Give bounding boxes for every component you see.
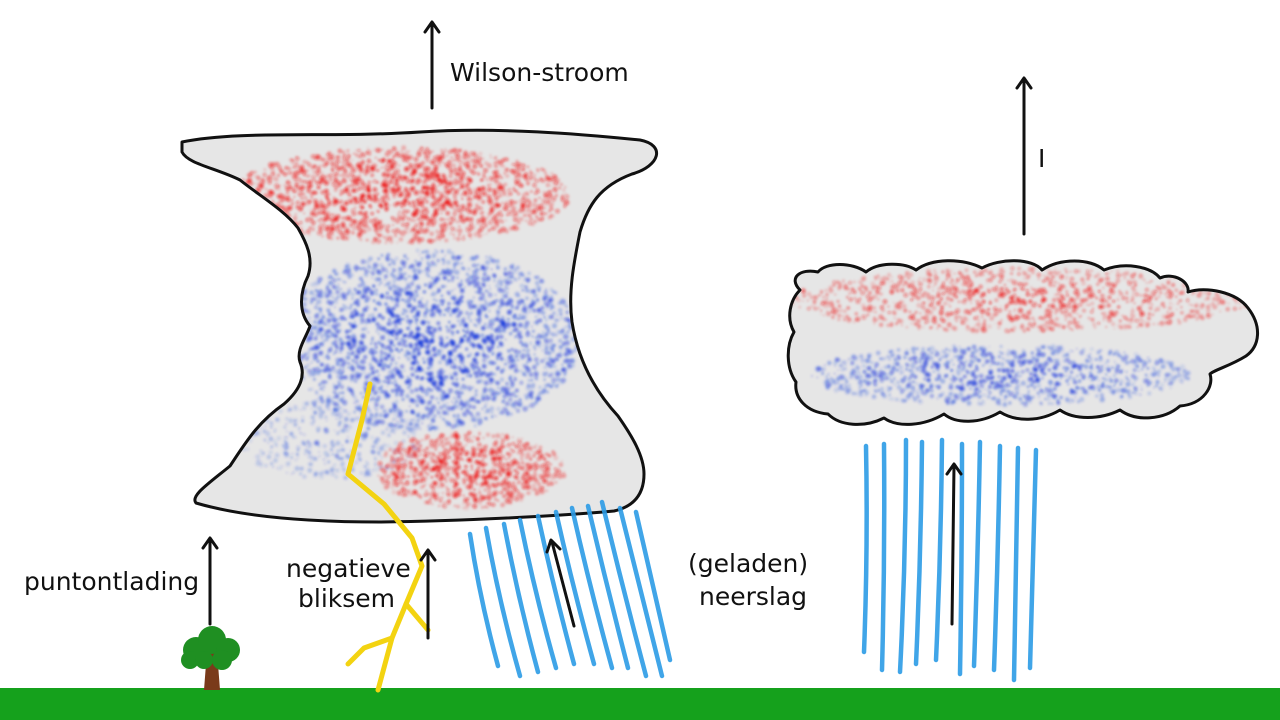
current-i-arrow (1015, 76, 1033, 236)
rain-streak (861, 443, 869, 655)
rain-streak (517, 517, 559, 671)
rain-streak (897, 437, 909, 675)
shower-cloud-negative-charge-bottom (811, 344, 1191, 407)
thundercloud-positive-charge-bottom (377, 430, 567, 511)
point-discharge-label: puntontlading (24, 567, 199, 596)
rain-streak (1027, 447, 1039, 671)
rain-streak (553, 509, 597, 667)
rain-streak (971, 439, 983, 669)
current-i-label: I (1038, 144, 1045, 173)
rain-streak (633, 509, 673, 663)
rain-streak (933, 437, 945, 663)
lightning-bolt-icon (345, 381, 431, 693)
rain-streak (991, 443, 1003, 673)
lightning-label-line2: bliksem (298, 584, 395, 613)
rain-streak (913, 439, 925, 667)
precipitation-current-arrow (545, 538, 576, 628)
shower-precipitation-arrow (945, 462, 963, 626)
shower-cloud-rain-streaks (861, 437, 1039, 683)
lightning-current-arrow (419, 548, 437, 640)
rain-streak (467, 531, 501, 669)
rain-streak (599, 499, 649, 679)
rain-streak (879, 441, 887, 673)
shower-cloud-fill (788, 260, 1258, 425)
rain-streak (1011, 445, 1021, 683)
shower-cloud-charge-regions (789, 266, 1252, 407)
wilson-current-label: Wilson-stroom (450, 58, 629, 87)
point-discharge-arrow (201, 536, 219, 626)
shower-cloud (786, 259, 1259, 426)
rain-streak (585, 503, 631, 671)
rain-streak (569, 505, 615, 671)
rain-streak (483, 525, 523, 679)
rain-streak (501, 521, 541, 675)
rain-streak (957, 441, 965, 677)
wilson-current-arrow (423, 20, 441, 110)
rain-streak (617, 505, 665, 679)
thundercloud-outline (180, 128, 659, 524)
thundercloud (180, 128, 659, 524)
tree-icon (181, 626, 240, 690)
thundercloud-rain-streaks (467, 499, 673, 679)
rain-streak (535, 513, 577, 667)
thundercloud-negative-charge-middle (278, 248, 582, 432)
lightning-label-line1: negatieve (286, 554, 411, 583)
ground-strip (0, 688, 1280, 720)
shower-cloud-outline (786, 259, 1259, 426)
precipitation-label-line1: (geladen) (688, 549, 808, 578)
shower-cloud-positive-charge-top (789, 266, 1252, 334)
precipitation-label-line2: neerslag (699, 582, 807, 611)
